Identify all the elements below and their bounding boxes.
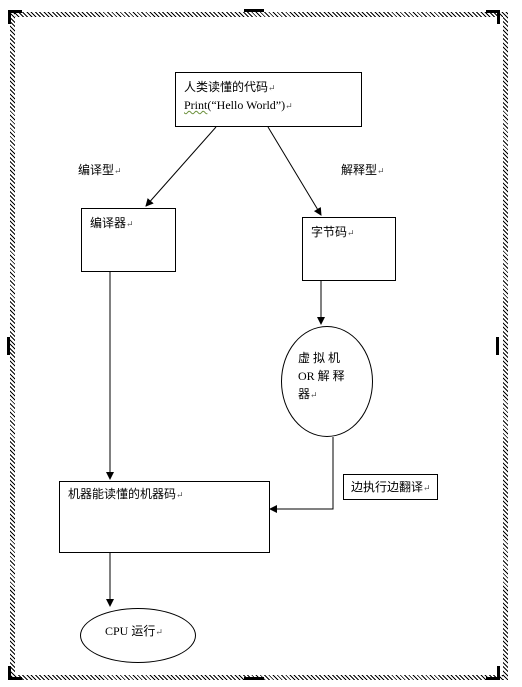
vm-interpreter-ellipse: 虚 拟 机 OR 解 释 器↵ bbox=[281, 326, 373, 437]
crop-mark-top-left-v bbox=[8, 10, 11, 24]
crop-mark-bottom-center bbox=[244, 677, 264, 680]
print-argument: (“Hello World”) bbox=[207, 98, 286, 112]
bytecode-label: 字节码 bbox=[311, 225, 348, 239]
jit-label: 边执行边翻译 bbox=[351, 480, 424, 494]
arrow-code-to-compiler bbox=[145, 126, 217, 207]
human-code-label: 人类读懂的代码 bbox=[184, 80, 269, 94]
crop-mark-bottom-right-v bbox=[497, 666, 500, 680]
crop-mark-top-right-v bbox=[497, 10, 500, 24]
machine-code-label: 机器能读懂的机器码 bbox=[68, 487, 177, 501]
interpreted-type-label: 解释型↵ bbox=[341, 163, 385, 177]
human-code-box: 人类读懂的代码↵ Print(“Hello World”)↵ bbox=[175, 72, 362, 127]
vm-line-2: OR 解 释 bbox=[298, 369, 345, 383]
cpu-run-text: CPU 运行↵ bbox=[105, 624, 163, 638]
human-code-example: Print(“Hello World”)↵ bbox=[184, 97, 361, 114]
paragraph-mark: ↵ bbox=[268, 83, 276, 93]
crop-mark-top-center bbox=[244, 9, 264, 12]
crop-mark-bottom-left-v bbox=[8, 666, 11, 680]
vm-line-3: 器↵ bbox=[298, 387, 318, 401]
paragraph-mark: ↵ bbox=[285, 101, 293, 111]
arrow-code-to-bytecode bbox=[267, 126, 322, 216]
page-border-top bbox=[10, 12, 508, 17]
machine-code-box: 机器能读懂的机器码↵ bbox=[59, 481, 270, 553]
crop-mark-bottom-left bbox=[8, 677, 22, 680]
crop-mark-top-left bbox=[8, 10, 22, 13]
jit-label-box: 边执行边翻译↵ bbox=[343, 474, 438, 500]
compiled-type-label: 编译型↵ bbox=[78, 163, 122, 177]
crop-mark-left-center bbox=[7, 337, 10, 355]
crop-mark-bottom-right bbox=[486, 677, 500, 680]
crop-mark-top-right bbox=[486, 10, 500, 13]
page-border-right bbox=[503, 12, 508, 680]
cpu-run-label: CPU 运行 bbox=[105, 624, 156, 638]
page-border-left bbox=[10, 12, 15, 680]
cpu-run-ellipse: CPU 运行↵ bbox=[80, 608, 196, 663]
crop-mark-right-center bbox=[496, 337, 499, 355]
compiler-box: 编译器↵ bbox=[81, 208, 176, 272]
human-code-title: 人类读懂的代码↵ bbox=[184, 78, 361, 97]
bytecode-box: 字节码↵ bbox=[302, 217, 396, 281]
print-keyword: Print bbox=[184, 98, 208, 112]
vm-line-1: 虚 拟 机 bbox=[298, 351, 341, 365]
compiler-label: 编译器 bbox=[90, 216, 127, 230]
arrow-vm-to-machine bbox=[269, 437, 334, 513]
vm-interpreter-text: 虚 拟 机 OR 解 释 器↵ bbox=[298, 349, 360, 404]
